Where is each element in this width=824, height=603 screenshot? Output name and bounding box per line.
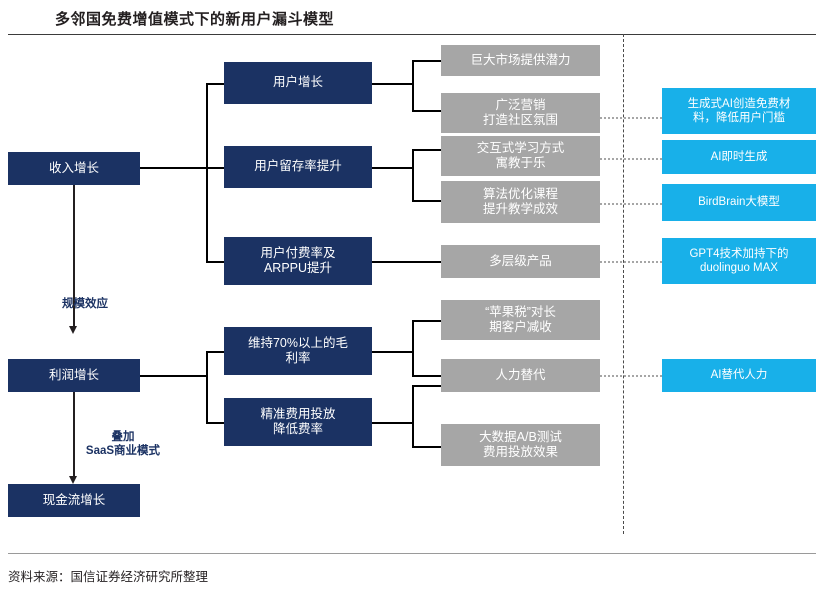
connector-ec-stem	[372, 422, 414, 424]
connector-to-user-growth	[206, 83, 224, 85]
box-birdbrain-model[interactable]: BirdBrain大模型	[662, 184, 816, 221]
connector-ret-bus	[412, 149, 414, 201]
box-marketing-community[interactable]: 广泛营销 打造社区氛围	[441, 93, 600, 133]
box-genai-free-material[interactable]: 生成式AI创造免费材 料，降低用户门槛	[662, 88, 816, 134]
page-title: 多邻国免费增值模式下的新用户漏斗模型	[55, 11, 335, 28]
connector-to-gross-margin	[206, 351, 224, 353]
connector-ug-market	[412, 60, 441, 62]
arrow-profit-to-cashflow-head	[69, 476, 77, 484]
connector-ug-bus	[412, 60, 414, 111]
dotlink-interactive-instantgen	[600, 158, 662, 160]
connector-gm-labor	[412, 375, 441, 377]
box-ai-replace-labor[interactable]: AI替代人力	[662, 359, 816, 392]
box-algorithm-courses[interactable]: 算法优化课程 提升教学成效	[441, 181, 600, 223]
connector-gm-stem	[372, 351, 414, 353]
flow-label-saas-overlay: 叠加 SaaS商业模式	[85, 431, 161, 458]
box-interactive-learning[interactable]: 交互式学习方式 寓教于乐	[441, 136, 600, 176]
connector-gm-appletax	[412, 320, 441, 322]
dotlink-labor-aireplace	[600, 375, 662, 377]
connector-ec-abtest	[412, 446, 441, 448]
arrow-revenue-to-profit-line	[73, 184, 75, 326]
section-divider	[623, 34, 624, 534]
connector-ret-stem	[372, 167, 414, 169]
box-labor-substitution[interactable]: 人力替代	[441, 359, 600, 392]
connector-to-expense-control	[206, 422, 224, 424]
box-expense-control[interactable]: 精准费用投放 降低费率	[224, 398, 372, 446]
header-rule	[8, 34, 816, 35]
connector-revenue-stem	[140, 167, 208, 169]
box-user-retention[interactable]: 用户留存率提升	[224, 146, 372, 188]
box-cashflow-growth[interactable]: 现金流增长	[8, 484, 140, 517]
connector-profit-stem	[140, 375, 208, 377]
connector-to-user-retention	[206, 167, 224, 169]
connector-ec-labor	[412, 385, 441, 387]
connector-ug-marketing	[412, 110, 441, 112]
box-gross-margin[interactable]: 维持70%以上的毛 利率	[224, 327, 372, 375]
box-profit-growth[interactable]: 利润增长	[8, 359, 140, 392]
dotlink-tiered-duomax	[600, 261, 662, 263]
connector-ug-stem	[372, 83, 414, 85]
box-revenue-growth[interactable]: 收入增长	[8, 152, 140, 185]
connector-arppu-tiered	[372, 261, 441, 263]
connector-gm-bus	[412, 320, 414, 376]
box-duolingo-max[interactable]: GPT4技术加持下的 duolinguo MAX	[662, 238, 816, 284]
connector-ret-interactive	[412, 149, 441, 151]
box-apple-tax[interactable]: “苹果税”对长 期客户减收	[441, 300, 600, 340]
box-user-growth[interactable]: 用户增长	[224, 62, 372, 104]
connector-ec-bus	[412, 385, 414, 447]
box-ai-instant-gen[interactable]: AI即时生成	[662, 140, 816, 174]
box-tiered-products[interactable]: 多层级产品	[441, 245, 600, 278]
connector-revenue-bus	[206, 83, 208, 263]
arrow-profit-to-cashflow-line	[73, 392, 75, 476]
arrow-revenue-to-profit-head	[69, 326, 77, 334]
box-arppu-growth[interactable]: 用户付费率及 ARPPU提升	[224, 237, 372, 285]
dotlink-marketing-genai	[600, 117, 662, 119]
connector-profit-bus	[206, 351, 208, 423]
connector-ret-algorithm	[412, 200, 441, 202]
flow-label-scale-effect: 规模效应	[62, 298, 108, 310]
footer-rule	[8, 553, 816, 554]
connector-to-arppu	[206, 261, 224, 263]
dotlink-algorithm-birdbrain	[600, 203, 662, 205]
box-ab-testing[interactable]: 大数据A/B测试 费用投放效果	[441, 424, 600, 466]
source-note: 资料来源：国信证券经济研究所整理	[8, 570, 209, 584]
box-market-potential[interactable]: 巨大市场提供潜力	[441, 45, 600, 76]
